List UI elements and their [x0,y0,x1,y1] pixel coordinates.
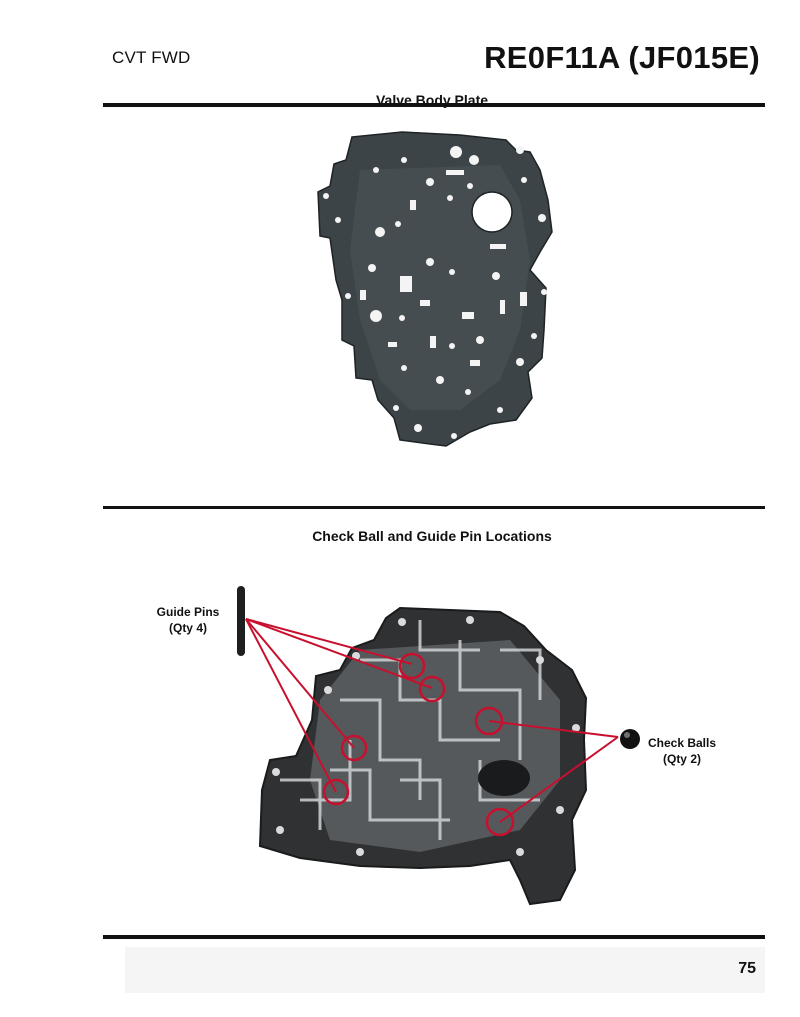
footer-rule [103,935,765,939]
guide-pins-qty: (Qty 4) [168,621,207,635]
section-divider [103,506,765,509]
valve-body-plate-caption: Valve Body Plate [375,92,489,108]
header-right-title: RE0F11A (JF015E) [484,40,760,75]
location-markers [322,652,515,837]
guide-pins-title: Guide Pins [156,605,220,619]
header-rule [103,103,765,107]
check-balls-label: Check Balls (Qty 2) [636,735,728,767]
footer-band [125,947,765,993]
valve-body-plate [317,131,553,447]
header-left-title: CVT FWD [112,48,191,67]
valve-body-casting [258,606,588,906]
check-balls-title: Check Balls [647,736,717,750]
check-balls-qty: (Qty 2) [662,752,701,766]
check-ball-guide-pin-caption: Check Ball and Guide Pin Locations [312,528,552,544]
guide-pin-icon [237,586,245,656]
callout-lines [245,618,619,823]
guide-pins-label: Guide Pins (Qty 4) [148,604,228,636]
page-number: 75 [738,960,756,977]
